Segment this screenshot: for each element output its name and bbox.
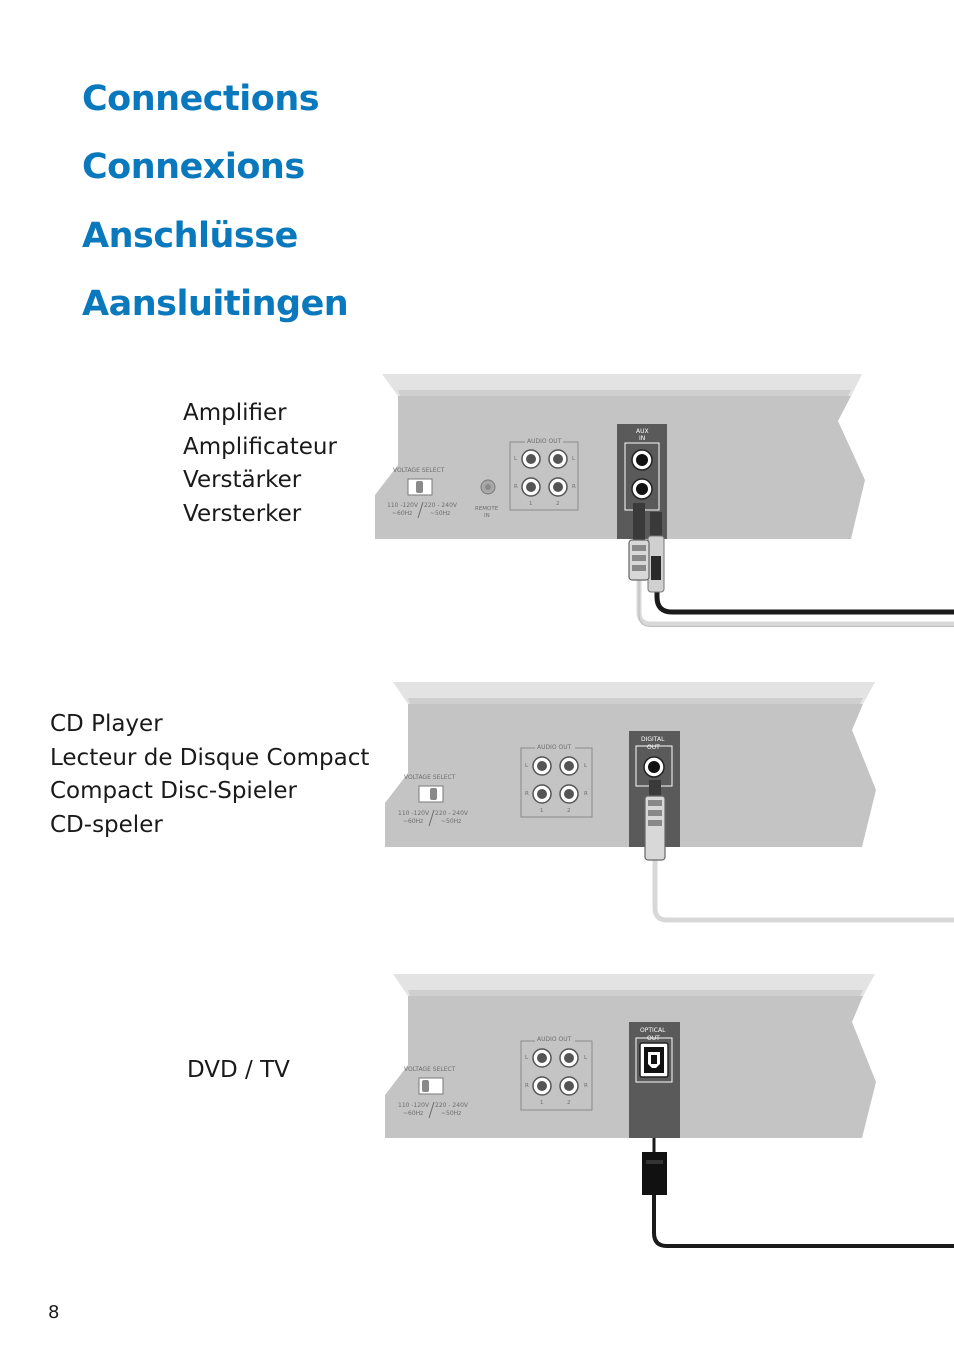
svg-text:1: 1 xyxy=(540,808,544,814)
audio-out-jack[interactable] xyxy=(559,756,579,776)
svg-text:L: L xyxy=(584,763,588,769)
svg-text:IN: IN xyxy=(639,435,645,442)
audio-out-jack[interactable] xyxy=(559,1048,579,1068)
dvd-tv-labels: DVD / TV xyxy=(187,1054,290,1088)
svg-text:110 -120V: 110 -120V xyxy=(387,502,419,509)
amplifier-labels: Amplifier Amplificateur Verstärker Verst… xyxy=(183,397,337,531)
audio-out-jack[interactable] xyxy=(532,1076,552,1096)
svg-text:2: 2 xyxy=(567,808,571,814)
voltage-select-label: VOLTAGE SELECT xyxy=(393,467,445,474)
audio-out-jack[interactable] xyxy=(521,449,541,469)
svg-text:~50Hz: ~50Hz xyxy=(441,818,461,825)
audio-out-jack[interactable] xyxy=(532,1048,552,1068)
audio-out-label: AUDIO OUT xyxy=(527,438,562,445)
cd-player-labels: CD Player Lecteur de Disque Compact Comp… xyxy=(50,708,369,842)
coaxial-plug xyxy=(644,780,666,861)
audio-out-label: AUDIO OUT xyxy=(537,744,572,751)
digital-out-label: DIGITAL xyxy=(641,736,665,743)
svg-text:R: R xyxy=(525,1083,529,1089)
svg-text:L: L xyxy=(514,456,518,462)
svg-text:110 -120V: 110 -120V xyxy=(398,1102,430,1109)
svg-text:1: 1 xyxy=(529,501,533,507)
voltage-select-label: VOLTAGE SELECT xyxy=(404,774,456,781)
audio-out-jack[interactable] xyxy=(548,449,568,469)
svg-text:~60Hz: ~60Hz xyxy=(392,510,412,517)
svg-text:220 - 240V: 220 - 240V xyxy=(424,502,458,509)
aux-in-jack-l[interactable] xyxy=(631,449,653,471)
svg-text:1: 1 xyxy=(540,1100,544,1106)
title-aansluitingen: Aansluitingen xyxy=(82,284,349,324)
svg-text:L: L xyxy=(572,456,576,462)
svg-text:OUT: OUT xyxy=(647,744,660,751)
svg-text:L: L xyxy=(584,1055,588,1061)
voltage-select-label: VOLTAGE SELECT xyxy=(404,1066,456,1073)
svg-text:220 - 240V: 220 - 240V xyxy=(435,810,469,817)
svg-text:REMOTE: REMOTE xyxy=(475,506,499,512)
digital-out-jack[interactable] xyxy=(643,756,665,778)
audio-out-jack[interactable] xyxy=(559,784,579,804)
label-cd-fr: Lecteur de Disque Compact xyxy=(50,744,370,771)
amplifier-rear-panel-diagram: VOLTAGE SELECT 110 -120V ~60Hz 220 - 240… xyxy=(375,374,954,627)
audio-out-jack[interactable] xyxy=(532,784,552,804)
svg-text:2: 2 xyxy=(567,1100,571,1106)
optical-out-port[interactable] xyxy=(639,1042,669,1078)
label-amplifier-de: Verstärker xyxy=(183,467,302,493)
rca-plug-grey xyxy=(628,503,650,581)
label-dvd-tv: DVD / TV xyxy=(187,1057,290,1083)
aux-in-label: AUX xyxy=(636,428,649,435)
label-amplifier-fr: Amplificateur xyxy=(183,433,337,460)
svg-text:110 -120V: 110 -120V xyxy=(398,810,430,817)
page-number: 8 xyxy=(48,1302,60,1323)
audio-out-label: AUDIO OUT xyxy=(537,1036,572,1043)
svg-text:R: R xyxy=(584,791,588,797)
label-cd-en: CD Player xyxy=(50,711,163,737)
label-amplifier-en: Amplifier xyxy=(183,400,287,426)
svg-text:2: 2 xyxy=(556,501,560,507)
svg-text:220 - 240V: 220 - 240V xyxy=(435,1102,469,1109)
label-amplifier-nl: Versterker xyxy=(183,500,302,527)
svg-text:~60Hz: ~60Hz xyxy=(403,818,423,825)
optical-plug xyxy=(642,1152,667,1195)
label-cd-de: Compact Disc-Spieler xyxy=(50,778,297,804)
optical-out-label: OPTICAL xyxy=(640,1027,666,1034)
svg-text:L: L xyxy=(525,1055,529,1061)
title-anschlusse: Anschlüsse xyxy=(82,216,298,256)
svg-text:R: R xyxy=(514,484,518,490)
audio-out-jack[interactable] xyxy=(559,1076,579,1096)
svg-text:~60Hz: ~60Hz xyxy=(403,1110,423,1117)
aux-in-jack-r[interactable] xyxy=(631,478,653,500)
svg-text:R: R xyxy=(572,484,576,490)
svg-text:~50Hz: ~50Hz xyxy=(430,510,450,517)
svg-text:L: L xyxy=(525,763,529,769)
svg-text:IN: IN xyxy=(484,513,490,519)
title-connections: Connections xyxy=(82,79,320,119)
svg-text:R: R xyxy=(525,791,529,797)
audio-out-jack[interactable] xyxy=(521,477,541,497)
label-cd-nl: CD-speler xyxy=(50,811,163,838)
audio-out-jack[interactable] xyxy=(532,756,552,776)
audio-out-jack[interactable] xyxy=(548,477,568,497)
svg-text:R: R xyxy=(584,1083,588,1089)
rca-plug-black xyxy=(647,512,665,593)
svg-text:~50Hz: ~50Hz xyxy=(441,1110,461,1117)
title-connexions: Connexions xyxy=(82,147,305,187)
